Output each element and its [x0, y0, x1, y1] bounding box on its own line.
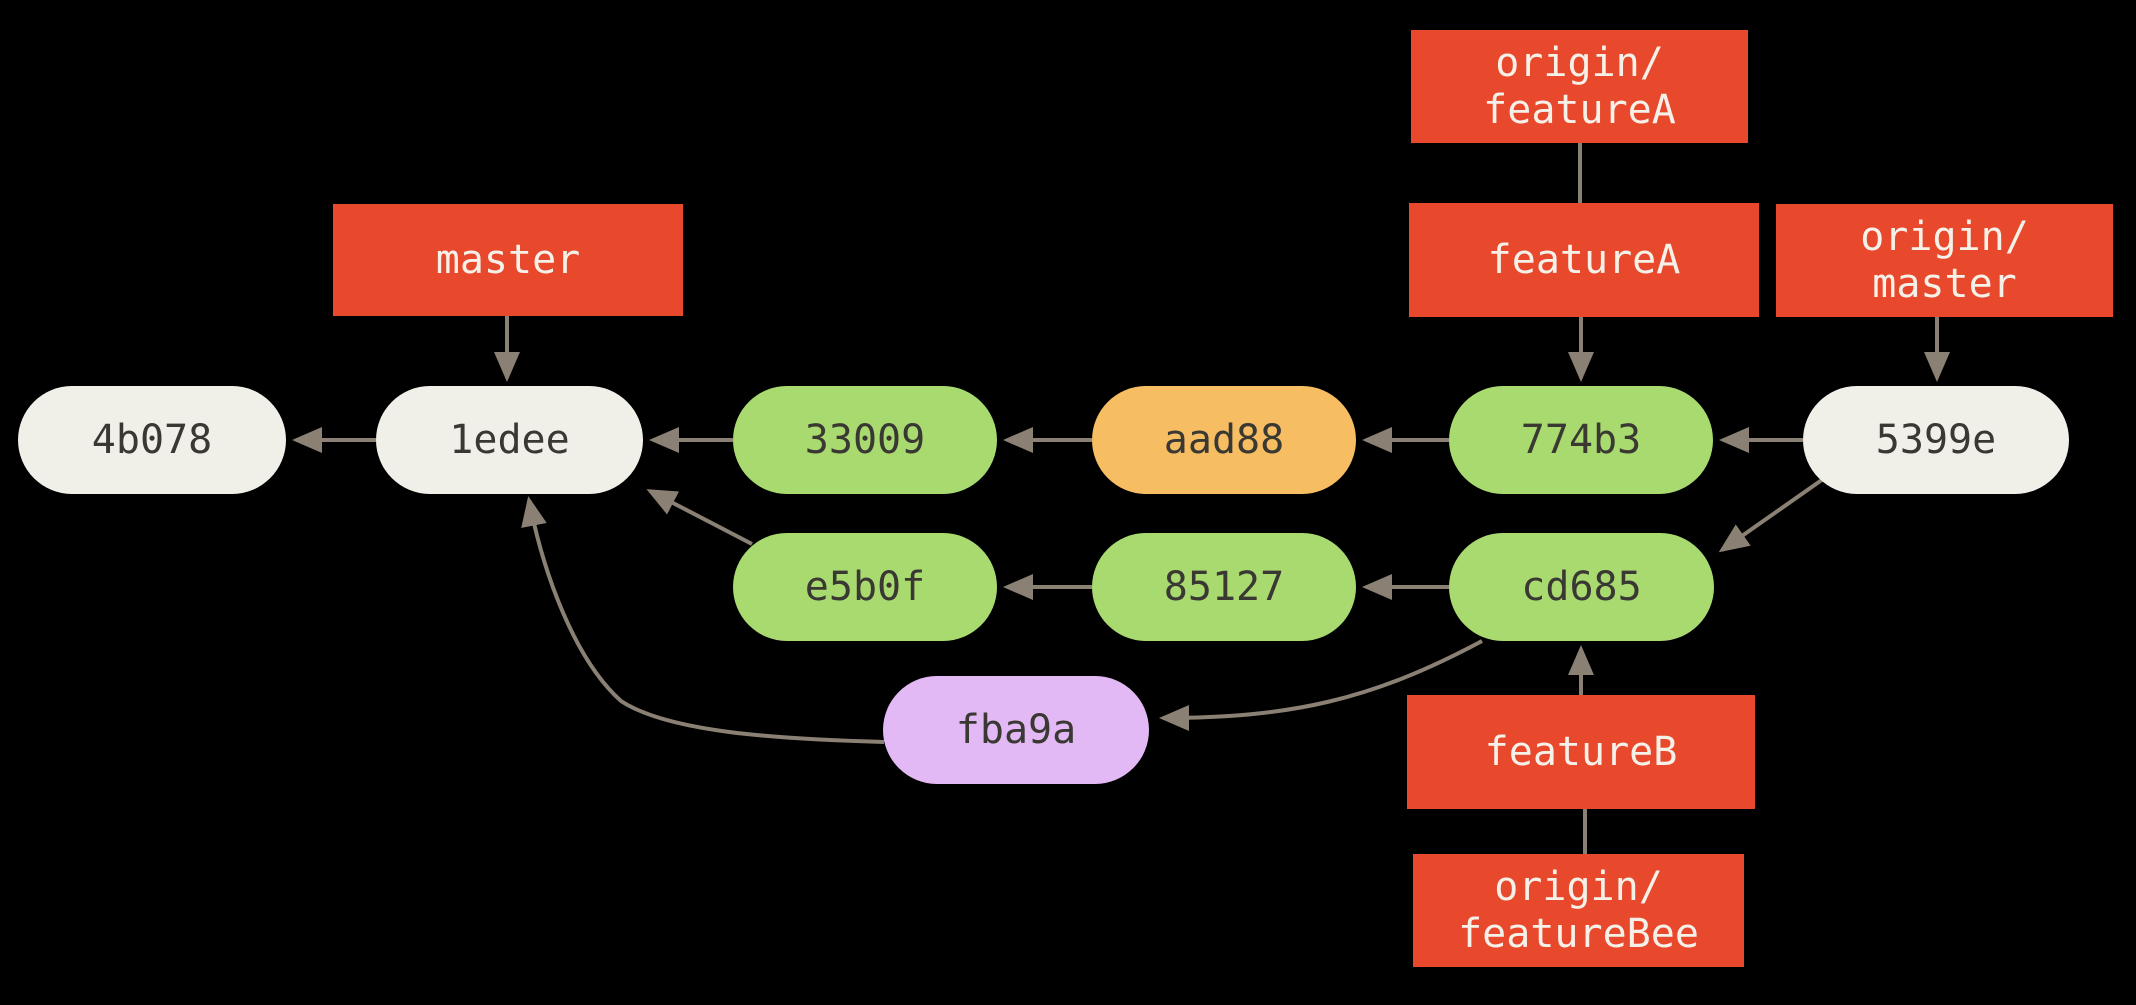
commit-node-fba9a: fba9a: [883, 676, 1149, 784]
branch-label-text: master: [435, 236, 581, 283]
commit-node-85127: 85127: [1092, 533, 1356, 641]
branch-label-text: featureA: [1487, 236, 1681, 283]
commit-node-33009: 33009: [733, 386, 997, 494]
commit-hash: e5b0f: [804, 564, 926, 610]
commit-hash: 33009: [804, 417, 926, 463]
branch-label-master: master: [333, 204, 683, 316]
edge-cd685-to-fba9a: [1159, 639, 1483, 731]
edge-5399e-to-cd685: [1718, 475, 1828, 553]
branch-label-text: origin/ featureA: [1483, 39, 1676, 133]
branch-label-origin-master: origin/ master: [1776, 204, 2113, 317]
edge-fba9a-to-1edee: [521, 496, 885, 744]
commit-node-aad88: aad88: [1092, 386, 1356, 494]
commit-hash: aad88: [1163, 417, 1285, 463]
branch-label-origin-featureA: origin/ featureA: [1411, 30, 1748, 143]
commit-node-4b078: 4b078: [18, 386, 286, 494]
branch-label-text: origin/ master: [1860, 213, 2029, 307]
commit-node-774b3: 774b3: [1449, 386, 1713, 494]
edge-e5b0f-to-1edee: [646, 489, 753, 546]
commit-hash: 1edee: [449, 417, 570, 463]
commit-hash: 85127: [1163, 564, 1285, 610]
commit-hash: fba9a: [955, 707, 1077, 753]
branch-label-origin-featureBee: origin/ featureBee: [1413, 854, 1744, 967]
commit-hash: cd685: [1521, 564, 1642, 610]
commit-hash: 774b3: [1520, 417, 1642, 463]
commit-node-1edee: 1edee: [376, 386, 643, 494]
commit-hash: 5399e: [1875, 417, 1997, 463]
commit-node-5399e: 5399e: [1803, 386, 2069, 494]
commit-node-e5b0f: e5b0f: [733, 533, 997, 641]
branch-label-text: featureB: [1484, 728, 1678, 775]
branch-label-featureA: featureA: [1409, 203, 1759, 317]
commit-node-cd685: cd685: [1449, 533, 1714, 641]
branch-label-text: origin/ featureBee: [1458, 863, 1699, 957]
commit-hash: 4b078: [91, 417, 213, 463]
branch-label-featureB: featureB: [1407, 695, 1755, 809]
